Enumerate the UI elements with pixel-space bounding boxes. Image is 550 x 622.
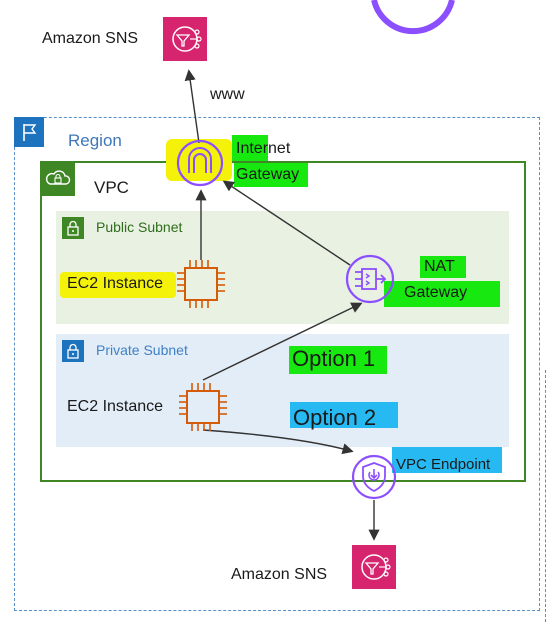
nat-label-line1: NAT [424, 258, 455, 275]
lock-icon [62, 217, 84, 239]
arrow-ec2-to-endpoint [202, 429, 354, 455]
arrow-nat-to-igw [222, 180, 351, 266]
vpc-boundary [40, 161, 526, 482]
highlight-nat-green [420, 256, 466, 278]
nat-gateway-icon [345, 254, 395, 304]
sns-top-label: Amazon SNS [42, 30, 139, 47]
vpc-label: VPC [94, 178, 129, 197]
highlight-ec2-yellow [60, 272, 176, 298]
ec2-chip-icon [177, 260, 225, 308]
igw-label-line1: Internet [236, 140, 291, 157]
internet-gateway-icon [176, 139, 224, 187]
highlight-natgw-green [384, 281, 500, 307]
vpc-endpoint-label: VPC Endpoint [396, 456, 491, 473]
sns-icon [352, 545, 396, 589]
highlight-option1-green [289, 346, 387, 374]
highlight-internet-green [232, 135, 268, 161]
region-flag-icon [14, 117, 44, 147]
igw-label-line2: Gateway [236, 166, 300, 183]
public-subnet-label: Public Subnet [96, 219, 183, 235]
highlight-endpoint-cyan [392, 447, 502, 473]
region-boundary [14, 117, 540, 611]
option1-label: Option 1 [292, 346, 376, 371]
nat-label-line2: Gateway [404, 284, 468, 301]
sns-icon [163, 17, 207, 61]
arrow-ec2-to-nat [202, 302, 363, 381]
ec2-private-label: EC2 Instance [67, 398, 164, 415]
arrow-igw-to-sns [184, 69, 200, 144]
ec2-public-label: EC2 Instance [67, 275, 164, 292]
private-subnet-label: Private Subnet [96, 342, 188, 358]
lock-icon [62, 340, 84, 362]
www-label: www [210, 86, 245, 103]
vpc-cloud-icon [41, 162, 75, 196]
region-label: Region [68, 131, 122, 150]
highlight-gateway-green [234, 163, 308, 187]
sns-bottom-label: Amazon SNS [231, 566, 328, 583]
highlight-option2-cyan [290, 402, 398, 428]
ec2-chip-icon [179, 383, 227, 431]
adjacent-boundary-edge [545, 370, 546, 622]
option2-label: Option 2 [293, 405, 377, 430]
private-subnet [56, 334, 509, 447]
vpc-endpoint-icon [351, 454, 397, 500]
